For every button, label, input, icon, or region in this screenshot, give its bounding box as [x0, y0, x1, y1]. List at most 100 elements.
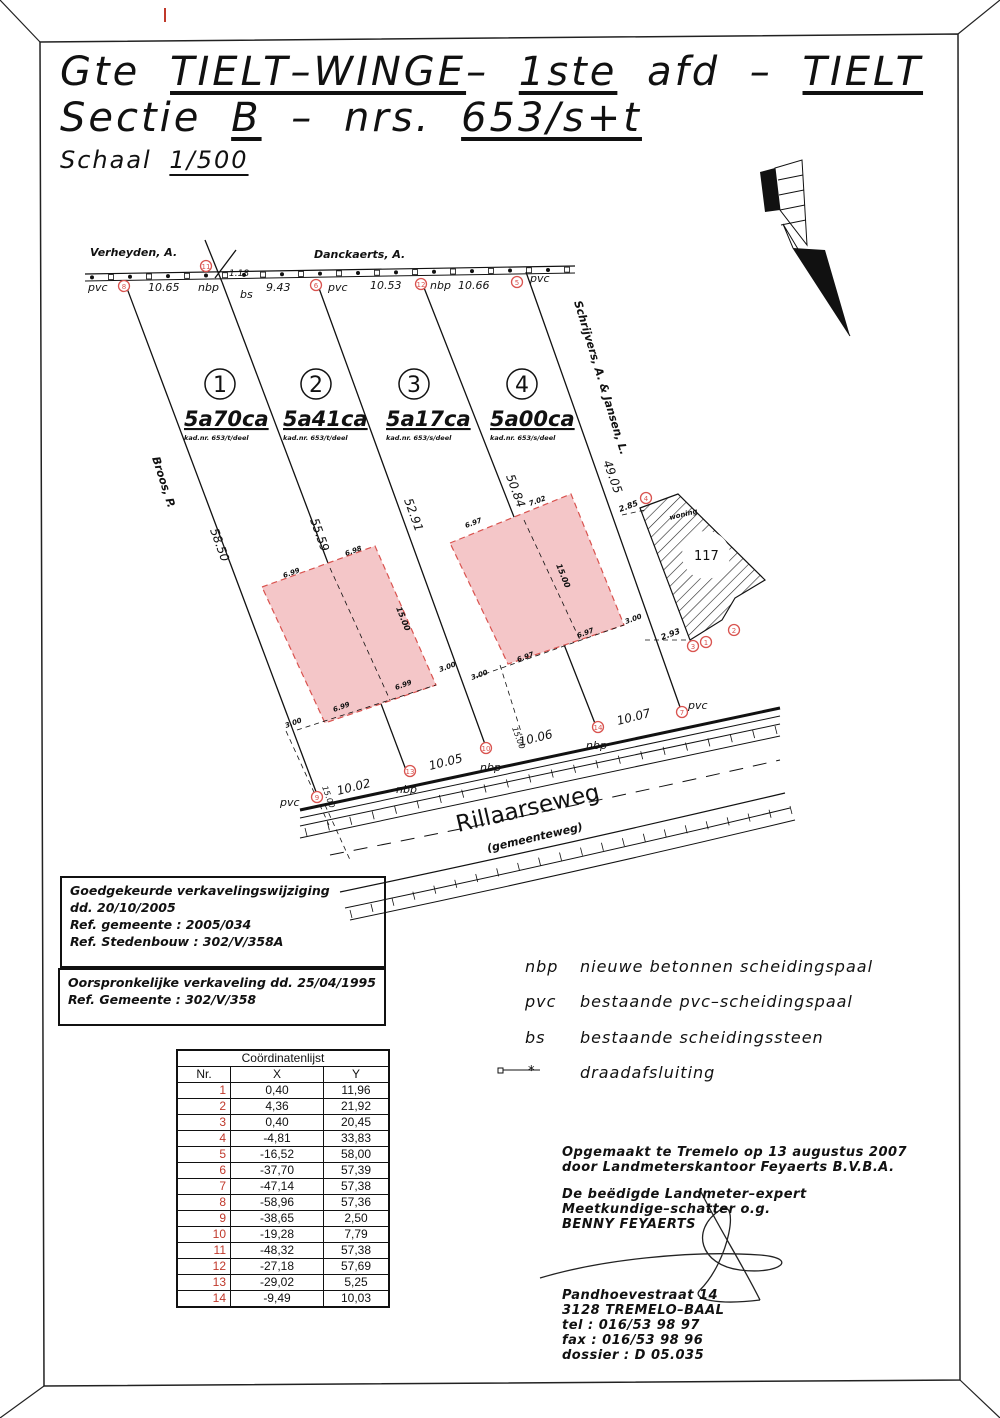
- survey-point-id: 7: [680, 709, 684, 717]
- fence-post: [184, 272, 190, 279]
- sign-line: Opgemaakt te Tremelo op 13 augustus 2007: [562, 1145, 908, 1160]
- table-cell-x: -27,18: [230, 1258, 324, 1275]
- title-dash: –: [291, 95, 315, 141]
- fence-post: [564, 266, 570, 273]
- table-cell-y: 57,39: [323, 1162, 390, 1179]
- road-tick: [538, 857, 541, 866]
- road-tick: [580, 847, 583, 856]
- division-label: afd: [647, 49, 721, 95]
- existing-house: [639, 493, 766, 641]
- survey-point-id: 2: [732, 627, 736, 635]
- address-line: Pandhoevestraat 14: [562, 1288, 719, 1303]
- road-tick: [326, 822, 330, 831]
- road-tick: [496, 868, 500, 877]
- marker-pvc: pvc: [87, 281, 108, 294]
- survey-point-marker: [414, 277, 428, 291]
- survey-point-id: 3: [691, 643, 695, 651]
- road-tick: [705, 821, 709, 830]
- approval-line: Ref. Stedenbouw : 302/V/358A: [70, 934, 284, 949]
- dim-side: 50.84: [503, 472, 528, 509]
- table-cell-y: 2,50: [323, 1210, 390, 1227]
- dim-building: 3.00: [284, 716, 303, 729]
- dim-side: 58.50: [207, 526, 232, 563]
- fence-post: [298, 271, 304, 277]
- road-tick: [304, 827, 308, 837]
- dim-top: 1.18: [229, 269, 249, 279]
- survey-point-id: 12: [417, 281, 426, 289]
- dossier: dossier : D 05.035: [562, 1348, 705, 1363]
- signature-block: Opgemaakt te Tremelo op 13 augustus 2007…: [562, 1145, 907, 1232]
- survey-point-id: 6: [314, 282, 319, 290]
- table-cell-x: -16,52: [230, 1146, 324, 1163]
- sign-line: De beëdigde Landmeter–expert: [562, 1187, 807, 1202]
- fence-post: [470, 269, 474, 274]
- table-cell-x: 0,40: [230, 1082, 324, 1099]
- lot-number: 3: [407, 373, 421, 398]
- table-cell-x: 4,36: [230, 1098, 324, 1115]
- survey-point-id: 11: [202, 263, 211, 271]
- lot-4-kad: kad.nr. 653/s/deel: [490, 434, 556, 442]
- title-line-1: Gte TIELT–WINGE– 1ste afd – TIELT: [60, 50, 923, 94]
- municipality: TIELT–WINGE: [170, 49, 467, 95]
- table-cell-x: 0,40: [230, 1114, 324, 1131]
- title-dash: –: [466, 49, 490, 95]
- lot-number-circle: [300, 368, 332, 400]
- fence-post: [488, 267, 494, 274]
- legend-item-fence: draadafsluiting: [580, 1063, 716, 1082]
- table-cell-y: 10,03: [323, 1290, 390, 1308]
- road-tick: [595, 760, 599, 769]
- neighbour-left: Broos, P.: [149, 455, 178, 509]
- svg-text:*: *: [528, 1064, 535, 1079]
- table-cell-y: 33,83: [323, 1130, 390, 1147]
- address-block: Pandhoevestraat 14 3128 TREMELO–BAAL tel…: [562, 1288, 724, 1363]
- title-line-2: Sectie B – nrs. 653/s+t: [60, 96, 642, 140]
- table-cell-y: 11,96: [323, 1082, 390, 1099]
- road-tick: [438, 794, 442, 804]
- lot-1-kad: kad.nr. 653/t/deel: [184, 434, 249, 442]
- table-cell-x: -38,65: [230, 1210, 324, 1227]
- fence-post: [318, 271, 322, 276]
- survey-point-marker: [591, 720, 605, 734]
- lot-number: 2: [309, 373, 323, 398]
- road-tick: [663, 829, 667, 838]
- road-tick: [729, 734, 733, 743]
- table-cell-x: -9,49: [230, 1290, 324, 1308]
- neighbour-top-right: Danckaerts, A.: [314, 248, 405, 261]
- road-tick: [685, 742, 688, 751]
- address-line: 3128 TREMELO–BAAL: [562, 1303, 725, 1318]
- division: 1ste: [518, 49, 618, 95]
- fence-post: [146, 273, 152, 280]
- fence-post: [526, 267, 532, 274]
- table-cell-nr: 14: [176, 1290, 231, 1308]
- survey-point-marker: [199, 259, 213, 273]
- survey-point-marker: [117, 279, 131, 293]
- fence-post: [450, 268, 456, 275]
- fence-post: [394, 270, 398, 275]
- road-tick: [528, 774, 532, 783]
- survey-point-marker: [403, 764, 417, 778]
- table-cell-y: 58,00: [323, 1146, 390, 1163]
- title-prefix: Gte: [60, 49, 141, 95]
- dim-side: 55.59: [307, 516, 332, 553]
- table-cell-nr: 10: [176, 1226, 231, 1243]
- road-tick: [774, 725, 778, 735]
- table-cell-nr: 4: [176, 1130, 231, 1147]
- table-cell-x: -48,32: [230, 1242, 324, 1259]
- fence-post: [108, 274, 114, 280]
- road-tick: [416, 800, 420, 809]
- road-tick: [662, 746, 666, 755]
- road-tick: [475, 873, 479, 883]
- table-cell-x: -4,81: [230, 1130, 324, 1147]
- survey-point-marker: [639, 491, 653, 505]
- dim-top: 10.65: [148, 281, 180, 294]
- dim-building: 3.00: [624, 612, 643, 625]
- fence-post: [546, 267, 550, 272]
- survey-point-id: 13: [406, 768, 415, 776]
- survey-point-marker: [510, 275, 524, 289]
- table-cell-nr: 6: [176, 1162, 231, 1179]
- dim-top: 9.43: [266, 281, 291, 294]
